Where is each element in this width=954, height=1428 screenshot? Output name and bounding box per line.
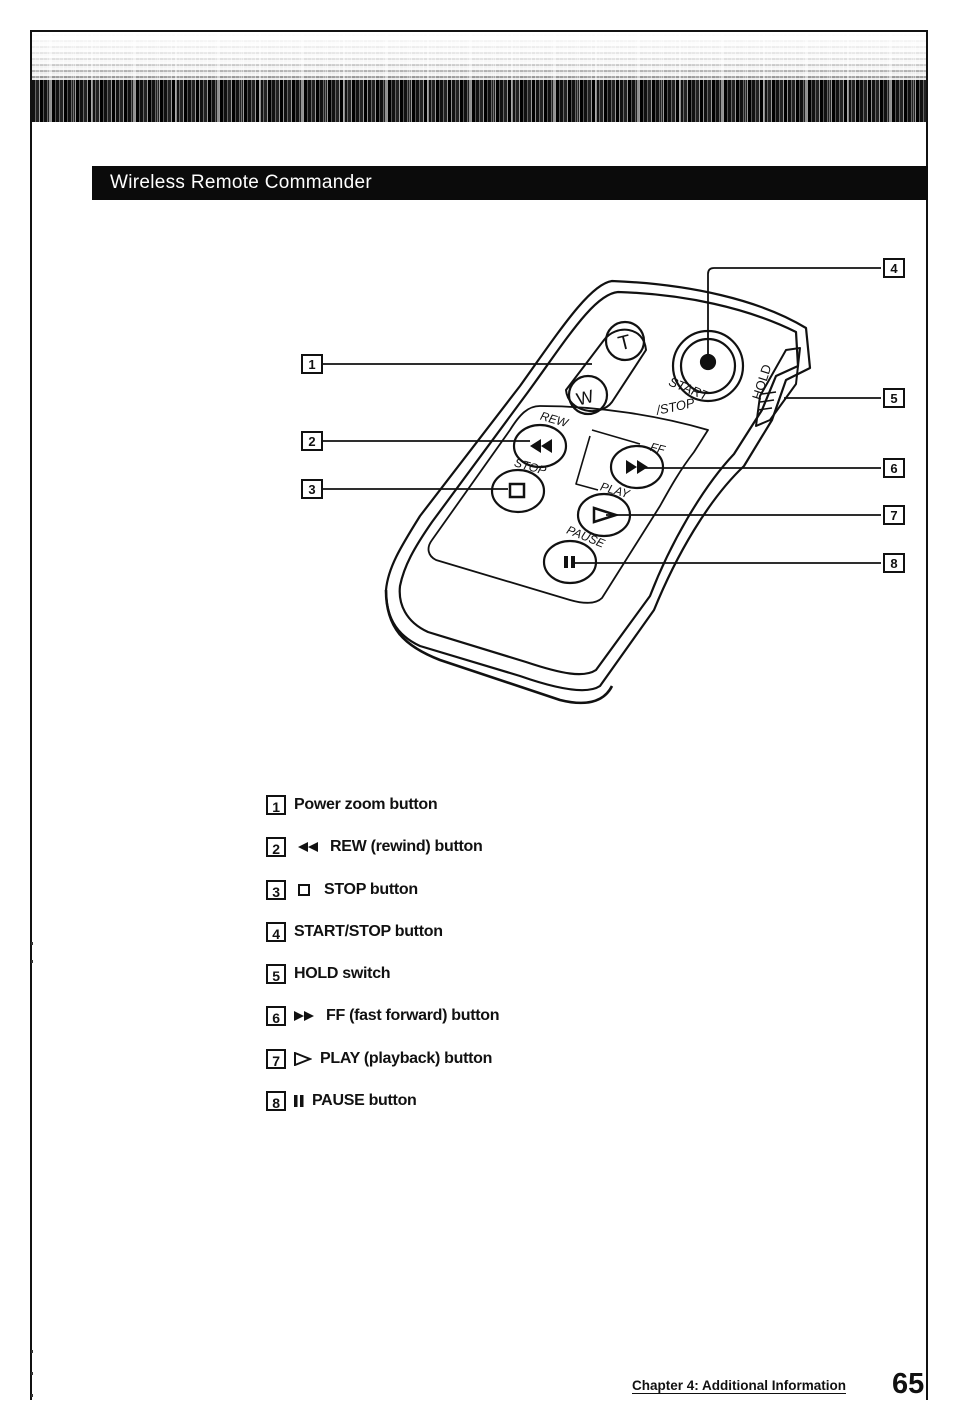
legend-text: PLAY (playback) button (320, 1049, 493, 1067)
pause-button[interactable] (542, 539, 598, 585)
pause-glyph-left (564, 556, 568, 568)
callout-boxes (301, 258, 905, 573)
legend-text: STOP button (324, 880, 418, 898)
rew-glyph (530, 439, 552, 453)
hold-switch[interactable] (755, 347, 801, 427)
button-legend: 1 Power zoom button 2 REW (rewind) butto… (266, 792, 500, 1130)
remote-bottom-edge (384, 589, 614, 705)
hold-label: HOLD (749, 363, 774, 402)
zoom-w-button[interactable] (567, 374, 609, 416)
legend-number: 6 (266, 1006, 286, 1027)
margin-mark (31, 1394, 33, 1397)
legend-text: START/STOP button (294, 922, 443, 940)
margin-mark (31, 1372, 33, 1375)
header-texture-band (32, 32, 926, 122)
legend-number: 4 (266, 921, 286, 942)
ff-glyph (626, 460, 648, 474)
legend-item: 7 PLAY (playback) button (266, 1046, 499, 1072)
ff-button[interactable] (609, 444, 665, 490)
legend-item: 1 Power zoom button (266, 792, 499, 818)
play-triangle-icon (294, 1051, 312, 1066)
remote-inner-face (398, 290, 800, 676)
legend-text: PAUSE button (312, 1092, 417, 1110)
section-title: Wireless Remote Commander (92, 166, 928, 200)
page-number: 65 (892, 1368, 925, 1400)
legend-number: 8 (266, 1091, 286, 1112)
legend-item: 2 REW (rewind) button (266, 834, 499, 860)
callout-7: 7 (890, 508, 897, 523)
pause-glyph-right (571, 556, 575, 568)
callout-6: 6 (890, 461, 897, 476)
stop-glyph (508, 482, 526, 499)
remote-outer-outline (384, 279, 812, 692)
legend-number: 7 (266, 1048, 286, 1069)
legend-text: FF (fast forward) button (326, 1007, 500, 1025)
rewind-icon (298, 842, 320, 853)
legend-text: HOLD switch (294, 965, 391, 983)
legend-number: 1 (266, 795, 286, 815)
chapter-footer: Chapter 4: Additional Information (632, 1378, 846, 1393)
fast-forward-icon (294, 1011, 316, 1022)
stop-label: STOP (513, 455, 548, 477)
play-label: PLAY (599, 479, 632, 501)
callout-8: 8 (890, 556, 897, 571)
margin-mark (31, 942, 33, 945)
zoom-t-button[interactable] (604, 320, 646, 362)
margin-mark (31, 1350, 33, 1353)
page-frame (30, 30, 928, 1400)
pause-icon (294, 1095, 304, 1108)
stop-button[interactable] (490, 468, 546, 514)
stop-square-icon (298, 883, 310, 896)
margin-mark (31, 960, 33, 963)
legend-text: REW (rewind) button (330, 838, 483, 856)
legend-item: 5 HOLD switch (266, 961, 499, 987)
remote-commander-diagram: T W START /STOP HOLD REW FF STOP PLAY PA… (301, 258, 905, 705)
callout-5: 5 (890, 391, 897, 406)
legend-number: 2 (266, 837, 286, 858)
callout-4: 4 (890, 261, 898, 276)
zoom-w-label: W (574, 386, 595, 410)
legend-item: 6 FF (fast forward) button (266, 1003, 500, 1029)
callout-3: 3 (308, 482, 315, 497)
legend-number: 3 (266, 879, 286, 900)
stop-label-top: /STOP (654, 395, 696, 418)
button-panel-outline (427, 405, 709, 604)
ff-label: FF (649, 440, 667, 457)
legend-item: 3 STOP button (266, 877, 499, 903)
legend-number: 5 (266, 964, 286, 985)
legend-text: Power zoom button (294, 796, 438, 813)
callout-1: 1 (308, 357, 315, 372)
play-glyph (592, 506, 621, 524)
legend-item: 4 START/STOP button (266, 919, 499, 945)
rew-label: REW (539, 409, 571, 431)
zoom-t-label: T (616, 331, 633, 355)
legend-item: 8 PAUSE button (266, 1088, 499, 1114)
callout-2: 2 (308, 434, 315, 449)
rew-button[interactable] (512, 423, 568, 469)
leader-4 (707, 267, 881, 362)
